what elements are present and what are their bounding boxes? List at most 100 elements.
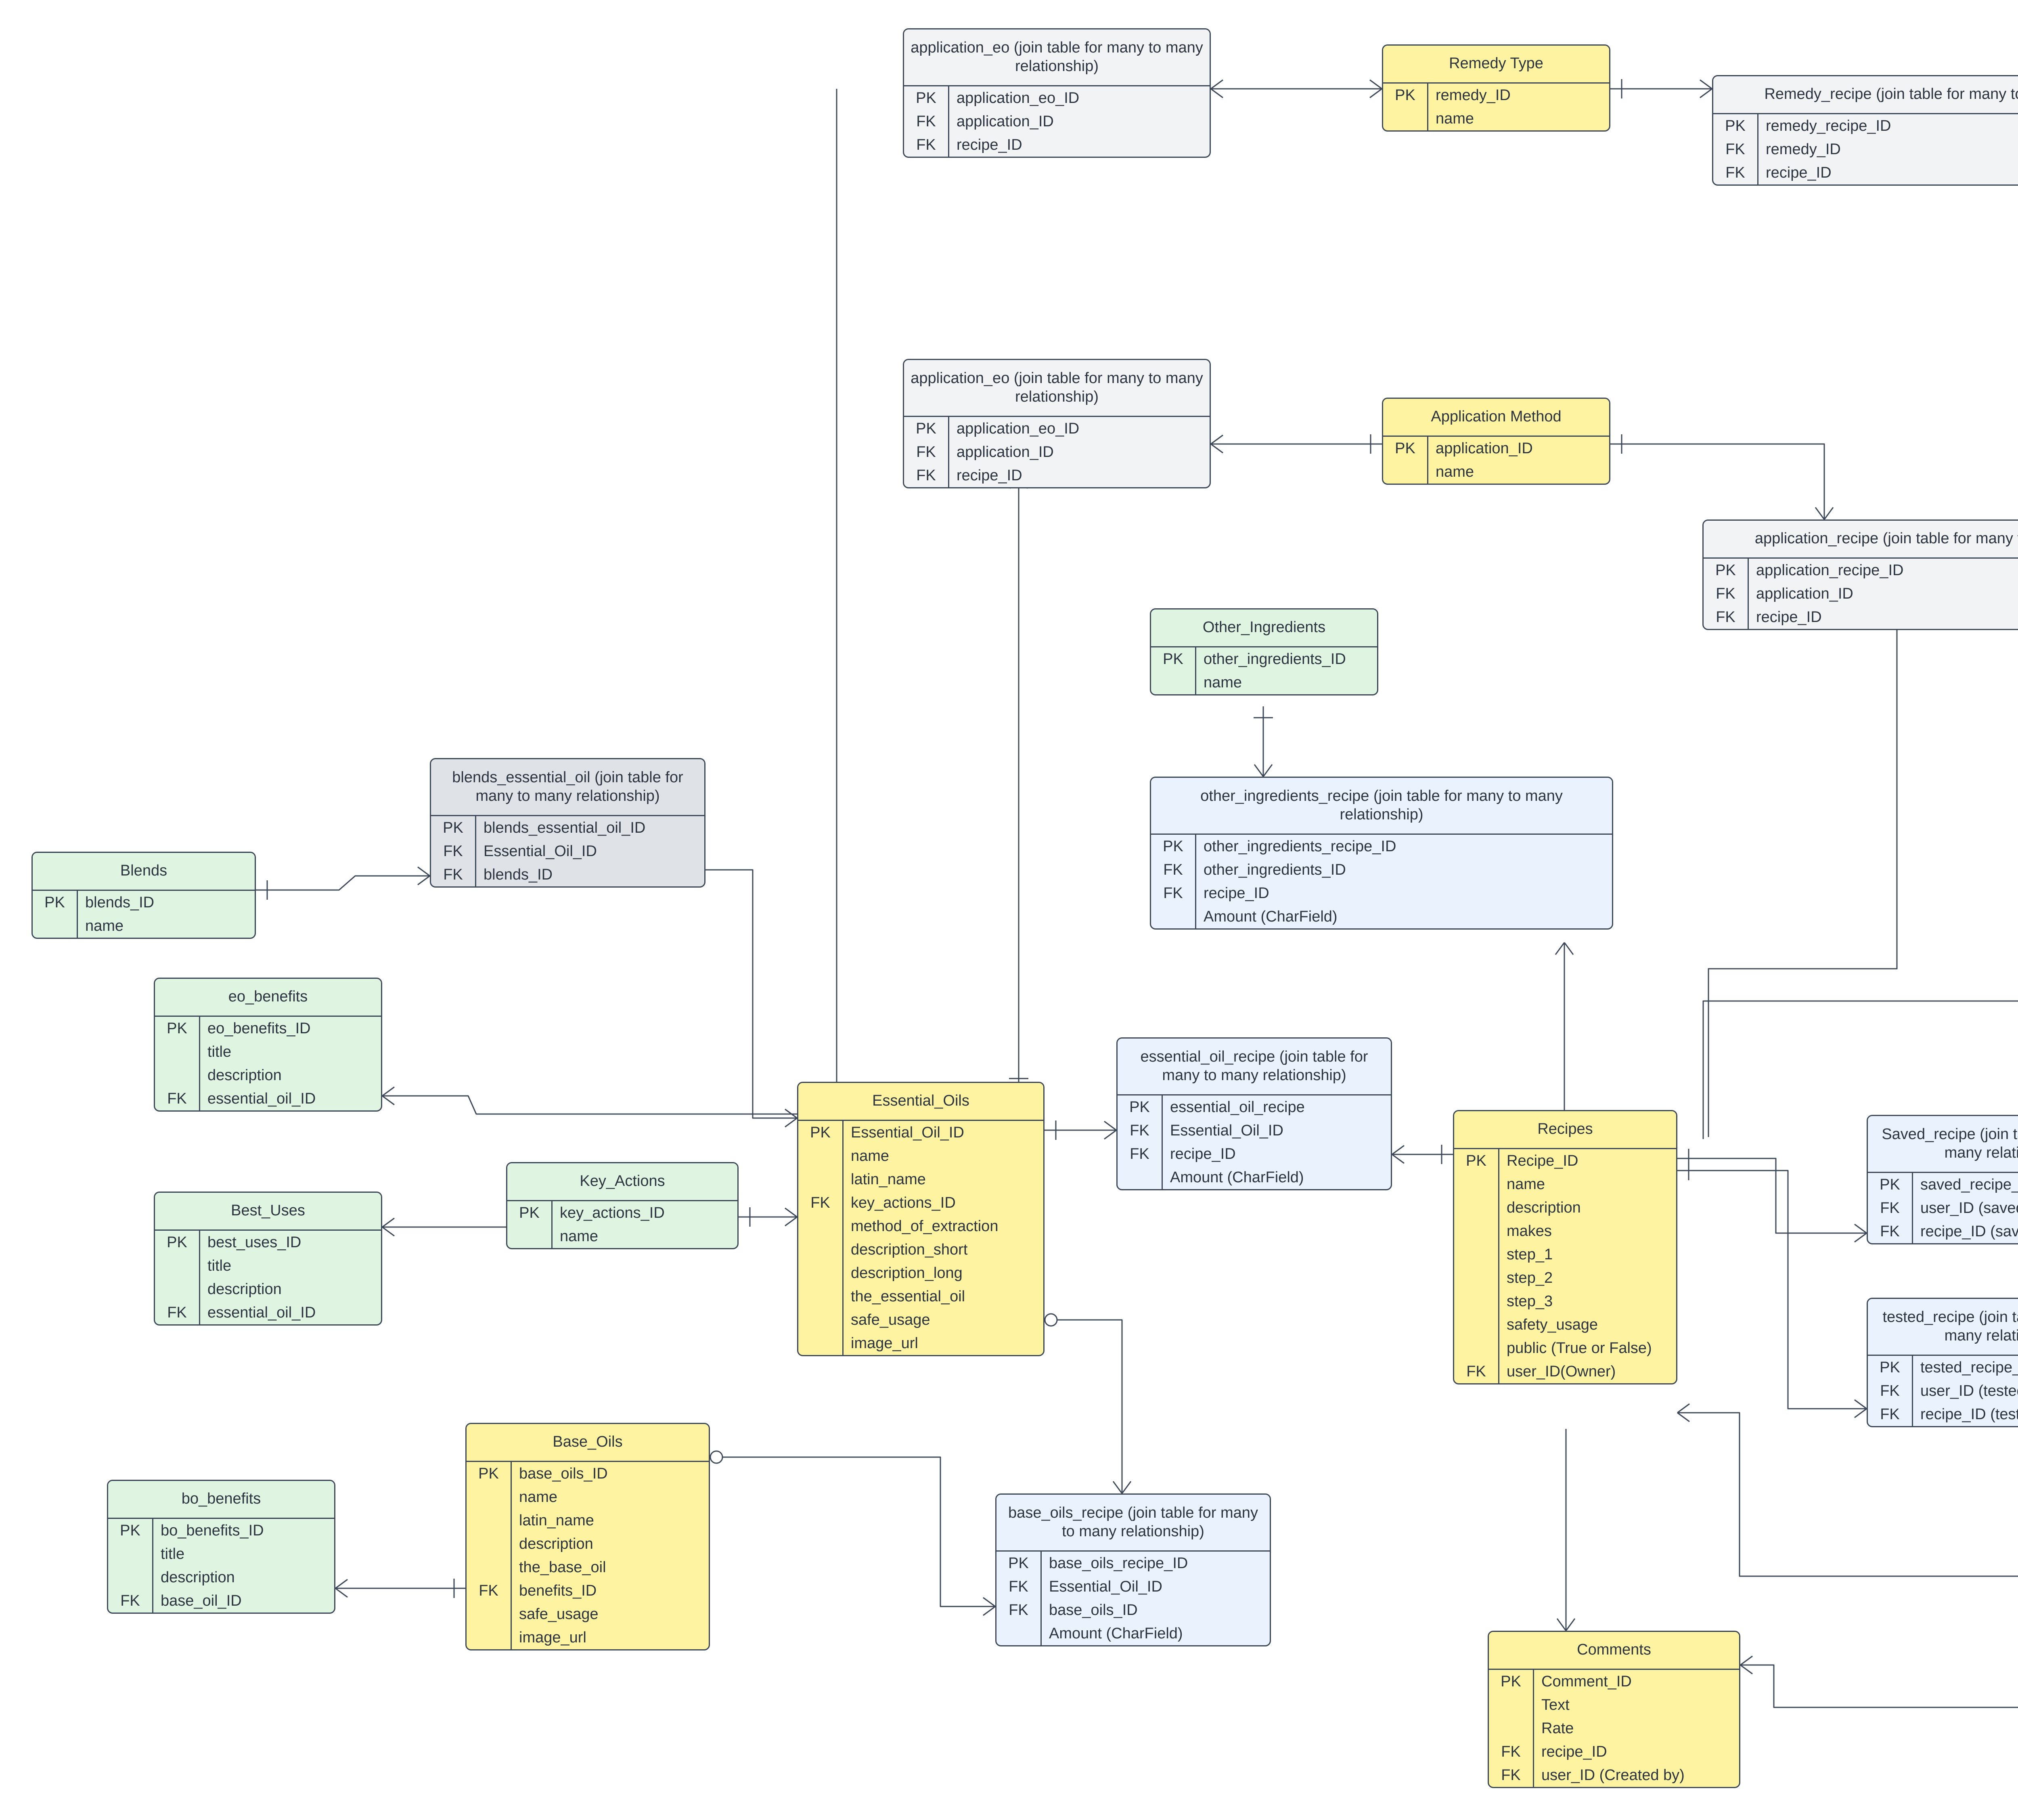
field-row[interactable]: Text [1489,1693,1739,1717]
field-row[interactable]: name [1383,460,1609,484]
field-row[interactable]: safety_usage [1454,1313,1676,1336]
field-row[interactable]: safe_usage [798,1308,1043,1332]
entity-table-remedy_recipe[interactable]: Remedy_recipe (join table for many to ma… [1712,75,2018,186]
field-row[interactable]: step_1 [1454,1243,1676,1266]
field-row[interactable]: name [33,914,255,938]
field-row[interactable]: makes [1454,1219,1676,1243]
field-row[interactable]: Amount (CharField) [1118,1166,1391,1189]
field-row[interactable]: public (True or False) [1454,1336,1676,1360]
field-row[interactable]: description [467,1532,709,1556]
field-row[interactable]: name [798,1144,1043,1168]
field-row[interactable]: description_short [798,1238,1043,1261]
field-row[interactable]: Amount (CharField) [1151,905,1612,928]
field-row[interactable]: Rate [1489,1717,1739,1740]
field-row[interactable]: description [155,1064,381,1087]
field-row[interactable]: name [1151,671,1377,694]
entity-table-tested_recipe[interactable]: tested_recipe (join table for many to ma… [1867,1298,2018,1427]
field-row[interactable]: name [467,1485,709,1509]
entity-table-application_eo_top[interactable]: application_eo (join table for many to m… [903,28,1211,158]
field-row[interactable]: image_url [798,1332,1043,1355]
field-row[interactable]: the_base_oil [467,1556,709,1579]
entity-table-saved_recipe[interactable]: Saved_recipe (join table for many to man… [1867,1115,2018,1244]
field-row[interactable]: description [155,1278,381,1301]
field-row[interactable]: description [108,1566,334,1589]
field-row[interactable]: step_2 [1454,1266,1676,1290]
field-row[interactable]: title [108,1542,334,1566]
field-row[interactable]: description_long [798,1261,1043,1285]
entity-table-application_recipe[interactable]: application_recipe (join table for many … [1702,519,2018,630]
field-row[interactable]: image_url [467,1626,709,1649]
field-row[interactable]: the_essential_oil [798,1285,1043,1308]
entity-table-blends_essential_oil[interactable]: blends_essential_oil (join table for man… [430,758,705,888]
field-row[interactable]: step_3 [1454,1290,1676,1313]
entity-table-other_ingredients_recipe[interactable]: other_ingredients_recipe (join table for… [1150,777,1613,930]
field-row[interactable]: title [155,1040,381,1064]
field-row[interactable]: description [1454,1196,1676,1219]
entity-table-application_eo_mid[interactable]: application_eo (join table for many to m… [903,359,1211,488]
field-row[interactable]: name [1383,107,1609,130]
entity-table-base_oils_recipe[interactable]: base_oils_recipe (join table for many to… [995,1493,1271,1646]
entity-table-essential_oil_recipe[interactable]: essential_oil_recipe (join table for man… [1116,1037,1392,1190]
field-row[interactable]: name [1454,1173,1676,1196]
